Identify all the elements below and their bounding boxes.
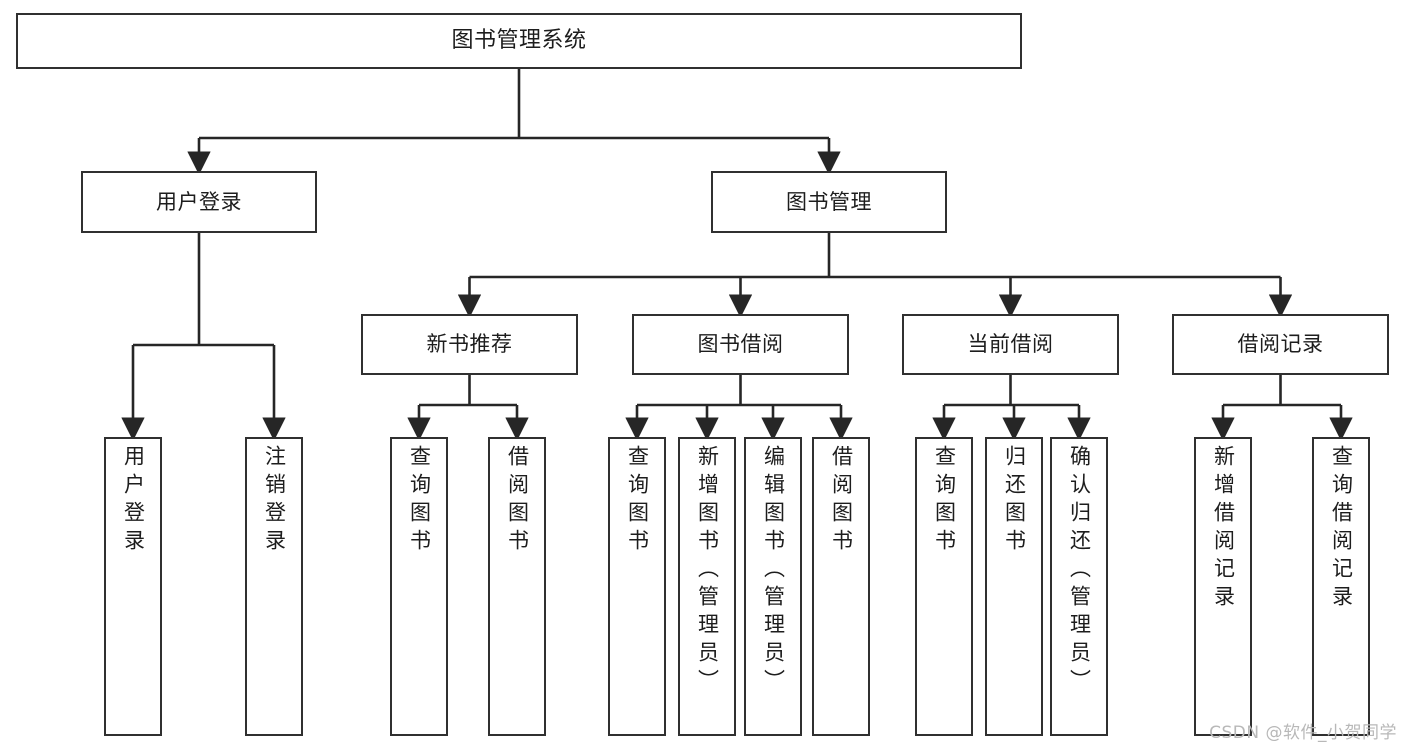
node-label: 查询图书	[625, 445, 650, 557]
node-label: 归还图书	[1002, 445, 1027, 557]
node-label: 查询图书	[407, 445, 432, 557]
leaf-node-查询图书[interactable]: 查询图书	[608, 437, 666, 736]
node-label: 图书借阅	[697, 332, 784, 357]
node-label: 新增借阅记录	[1211, 445, 1236, 613]
node-label: 用户登录	[121, 445, 146, 557]
leaf-node-查询借阅记录[interactable]: 查询借阅记录	[1312, 437, 1370, 736]
node-借阅记录[interactable]: 借阅记录	[1172, 314, 1389, 375]
node-图书管理[interactable]: 图书管理	[711, 171, 947, 233]
leaf-node-查询图书[interactable]: 查询图书	[915, 437, 973, 736]
leaf-node-注销登录[interactable]: 注销登录	[245, 437, 303, 736]
node-label: 图书管理系统	[451, 28, 587, 54]
leaf-node-借阅图书[interactable]: 借阅图书	[488, 437, 546, 736]
node-label: 确认归还（管理员）	[1067, 445, 1092, 697]
node-用户登录[interactable]: 用户登录	[81, 171, 317, 233]
node-label: 用户登录	[156, 189, 242, 214]
leaf-node-新增图书管理员[interactable]: 新增图书（管理员）	[678, 437, 736, 736]
leaf-node-用户登录[interactable]: 用户登录	[104, 437, 162, 736]
watermark-text: CSDN @软件_小贺同学	[1209, 723, 1397, 743]
node-label: 图书管理	[786, 189, 872, 214]
node-label: 查询借阅记录	[1329, 445, 1354, 613]
leaf-node-归还图书[interactable]: 归还图书	[985, 437, 1043, 736]
root-node-图书管理系统[interactable]: 图书管理系统	[16, 13, 1022, 69]
leaf-node-查询图书[interactable]: 查询图书	[390, 437, 448, 736]
node-label: 借阅记录	[1237, 332, 1324, 357]
node-图书借阅[interactable]: 图书借阅	[632, 314, 849, 375]
node-当前借阅[interactable]: 当前借阅	[902, 314, 1119, 375]
node-新书推荐[interactable]: 新书推荐	[361, 314, 578, 375]
leaf-node-借阅图书[interactable]: 借阅图书	[812, 437, 870, 736]
node-label: 编辑图书（管理员）	[761, 445, 786, 697]
node-label: 借阅图书	[829, 445, 854, 557]
node-label: 新增图书（管理员）	[695, 445, 720, 697]
leaf-node-新增借阅记录[interactable]: 新增借阅记录	[1194, 437, 1252, 736]
leaf-node-确认归还管理员[interactable]: 确认归还（管理员）	[1050, 437, 1108, 736]
node-label: 注销登录	[262, 445, 287, 557]
node-label: 当前借阅	[967, 332, 1054, 357]
leaf-node-编辑图书管理员[interactable]: 编辑图书（管理员）	[744, 437, 802, 736]
node-label: 新书推荐	[426, 332, 513, 357]
node-label: 查询图书	[932, 445, 957, 557]
node-label: 借阅图书	[505, 445, 530, 557]
